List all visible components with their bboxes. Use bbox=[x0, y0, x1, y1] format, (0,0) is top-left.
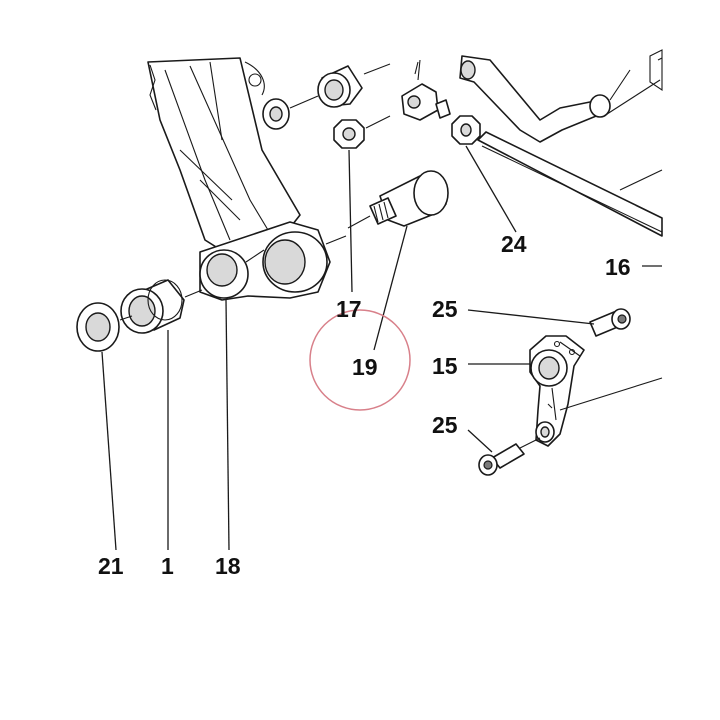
lever-arm-18 bbox=[199, 221, 331, 301]
callout-21: 21 bbox=[98, 553, 124, 579]
callout-17: 17 bbox=[336, 296, 362, 322]
bushing-1 bbox=[120, 279, 185, 334]
callout-19: 19 bbox=[352, 354, 378, 380]
washer-small bbox=[262, 95, 319, 130]
callout-16: 16 bbox=[605, 254, 631, 280]
highlight-circle bbox=[309, 309, 411, 411]
lever-15 bbox=[529, 335, 663, 447]
callout-1: 1 bbox=[161, 553, 174, 579]
callout-25-upper: 25 bbox=[432, 296, 458, 322]
pivot-pin-19 bbox=[347, 170, 449, 229]
spacer bbox=[317, 63, 391, 108]
callout-15: 15 bbox=[432, 353, 458, 379]
callout-labels: 21 1 18 17 19 24 16 25 15 25 bbox=[98, 231, 631, 579]
nut-17 bbox=[333, 115, 391, 149]
frame-bracket bbox=[147, 57, 301, 263]
bolt-25-lower bbox=[478, 437, 541, 476]
shift-linkage bbox=[401, 55, 661, 143]
leader-lines bbox=[101, 145, 662, 551]
washer-21 bbox=[76, 302, 120, 352]
callout-25-lower: 25 bbox=[432, 412, 458, 438]
rod-16 bbox=[477, 49, 663, 237]
callout-24: 24 bbox=[501, 231, 527, 257]
nut-24 bbox=[451, 115, 481, 145]
bolt-25-upper bbox=[589, 308, 631, 337]
callout-18: 18 bbox=[215, 553, 241, 579]
